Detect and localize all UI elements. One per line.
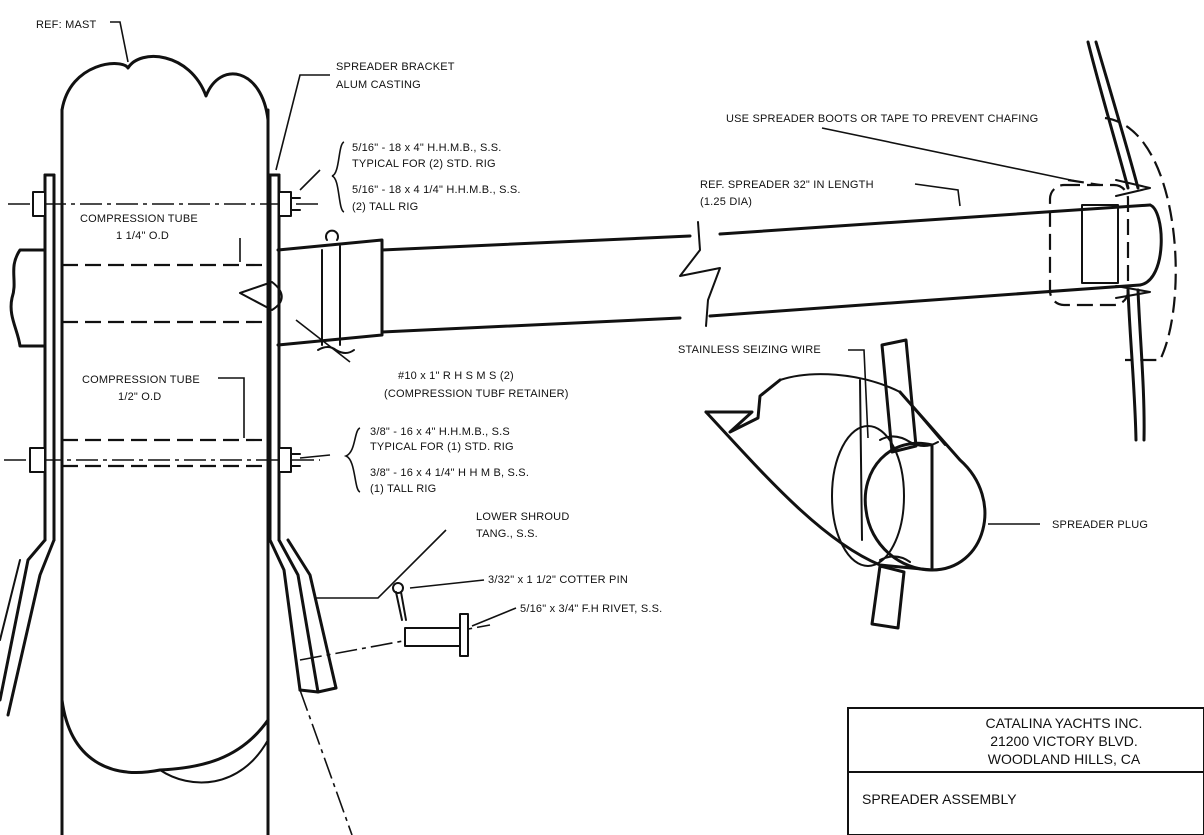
lower-shroud-tangs: [0, 538, 491, 835]
mast-left-stub: [9, 248, 47, 348]
leader-lines: [110, 21, 1081, 599]
bracket-label-line1: SPREADER BRACKET: [336, 61, 455, 73]
spreader-tube: [276, 116, 1177, 362]
compression-tube-large-label-line2: 1 1/4" O.D: [116, 230, 169, 242]
mast: [60, 54, 270, 835]
spreader-plug-label: SPREADER PLUG: [1052, 519, 1148, 531]
spreader-plug-detail: [704, 338, 987, 630]
rivet-label: 5/16" x 3/4" F.H RIVET, S.S.: [520, 603, 662, 615]
spreader-length-label: REF. SPREADER 32" IN LENGTH: [700, 179, 874, 191]
lower-bolt-label-line1: 3/8" - 16 x 4" H.H.M.B., S.S: [370, 426, 510, 438]
tang-label-line2: TANG., S.S.: [476, 528, 538, 540]
compression-tube-small-label-line2: 1/2" O.D: [118, 391, 161, 403]
seizing-wire-label: STAINLESS SEIZING WIRE: [678, 344, 821, 356]
spreader-dia-label: (1.25 DIA): [700, 196, 752, 208]
lower-bolt-label-line4: (1) TALL RIG: [370, 483, 436, 495]
company-city: WOODLAND HILLS, CA: [988, 751, 1141, 767]
spreader-bracket: [4, 173, 320, 542]
ref-mast-label: REF: MAST: [36, 19, 97, 31]
tang-label-line1: LOWER SHROUD: [476, 511, 569, 523]
upper-bolt-label-line2: TYPICAL FOR (2) STD. RIG: [352, 158, 496, 170]
retainer-screw-label-line1: #10 x 1" R H S M S (2): [398, 370, 514, 382]
retainer-screw-label-line2: (COMPRESSION TUBF RETAINER): [384, 388, 569, 400]
lower-bolt-label-line2: TYPICAL FOR (1) STD. RIG: [370, 441, 514, 453]
title-block: CATALINA YACHTS INC. 21200 VICTORY BLVD.…: [847, 707, 1204, 835]
cotter-pin-and-rivet: [392, 582, 469, 657]
upper-bolt-label-line4: (2) TALL RIG: [352, 201, 418, 213]
upper-bolt-label-line1: 5/16" - 18 x 4" H.H.M.B., S.S.: [352, 142, 502, 154]
drawing-title: SPREADER ASSEMBLY: [862, 791, 1017, 807]
lower-bolt-label-line3: 3/8" - 16 x 4 1/4" H H M B, S.S.: [370, 467, 529, 479]
compression-tube-large-label-line1: COMPRESSION TUBE: [80, 213, 198, 225]
company-address: 21200 VICTORY BLVD.: [990, 733, 1138, 749]
company-name: CATALINA YACHTS INC.: [986, 715, 1143, 731]
cotter-pin-label: 3/32" x 1 1/2" COTTER PIN: [488, 574, 628, 586]
upper-shroud-wire: [1086, 40, 1151, 442]
compression-tube-small-label-line1: COMPRESSION TUBE: [82, 374, 200, 386]
upper-bolt-label-line3: 5/16" - 18 x 4 1/4" H.H.M.B., S.S.: [352, 184, 521, 196]
boots-label: USE SPREADER BOOTS OR TAPE TO PREVENT CH…: [726, 113, 1038, 125]
bracket-label-line2: ALUM CASTING: [336, 79, 421, 91]
